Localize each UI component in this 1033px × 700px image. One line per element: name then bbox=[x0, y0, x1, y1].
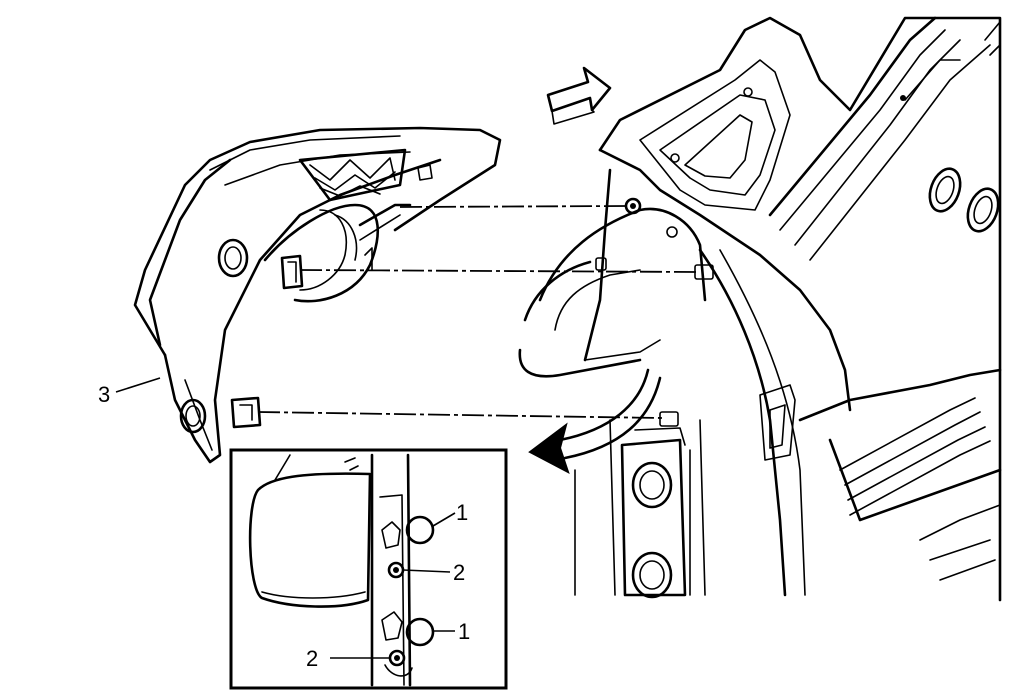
callout-3-label: 3 bbox=[98, 382, 110, 407]
callout-1b-label: 1 bbox=[458, 619, 470, 644]
vehicle-body-structure bbox=[518, 16, 1002, 602]
detail-inset bbox=[229, 448, 508, 690]
alignment-lines bbox=[257, 205, 699, 419]
callout-1a-label: 1 bbox=[456, 500, 468, 525]
quarter-trim-panel bbox=[133, 126, 502, 464]
callout-2b-label: 2 bbox=[306, 646, 318, 671]
callout-2a-label: 2 bbox=[453, 560, 465, 585]
callout-3-leader bbox=[115, 377, 161, 393]
